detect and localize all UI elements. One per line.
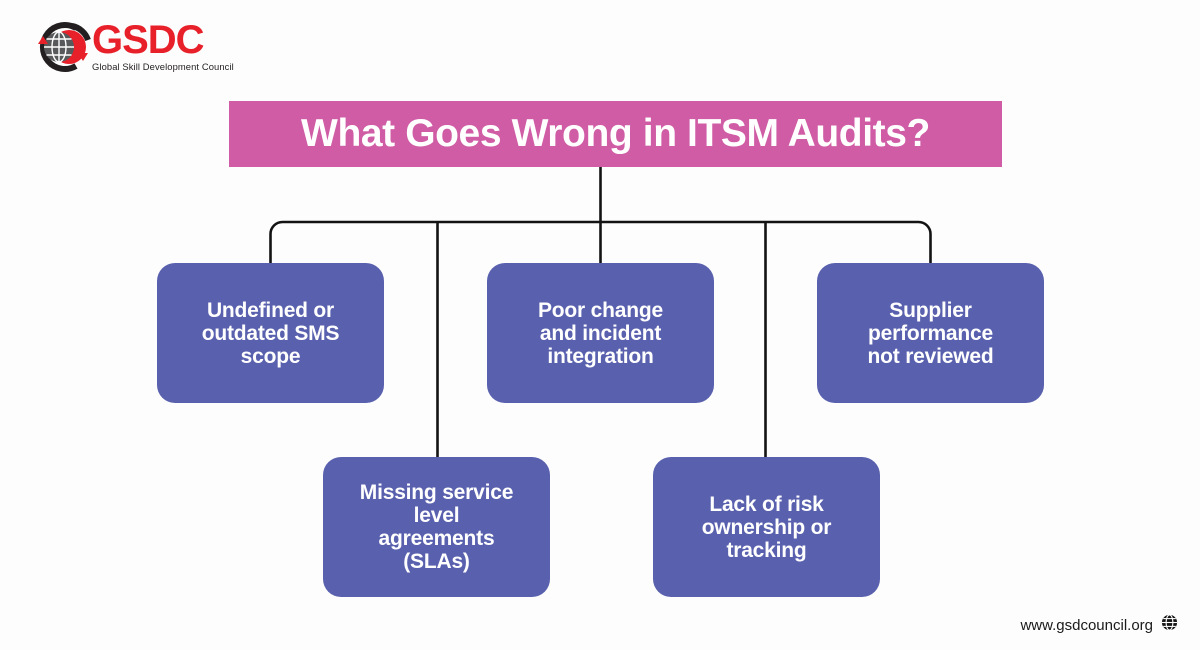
diagram-node-label: Lack of risk ownership or tracking (701, 492, 832, 562)
footer-website-url[interactable]: www.gsdcouncil.org (1020, 616, 1153, 634)
diagram-node-label: Poor change and incident integration (538, 298, 663, 368)
diagram-node-label: Missing service level agreements (SLAs) (359, 481, 514, 573)
page-title-banner: What Goes Wrong in ITSM Audits? (229, 101, 1002, 167)
connector-bus (269, 220, 932, 265)
globe-icon (1161, 614, 1178, 636)
diagram-node-label: Undefined or outdated SMS scope (201, 298, 340, 368)
brand-logo: GSDC Global Skill Development Council (32, 16, 262, 82)
footer: www.gsdcouncil.org (1020, 614, 1178, 636)
brand-tagline: Global Skill Development Council (92, 61, 234, 72)
page-title: What Goes Wrong in ITSM Audits? (301, 112, 930, 155)
diagram-node-supplier-performance-not-reviewed[interactable]: Supplier performance not reviewed (817, 263, 1044, 403)
diagram-node-undefined-sms-scope[interactable]: Undefined or outdated SMS scope (157, 263, 384, 403)
diagram-node-missing-slas[interactable]: Missing service level agreements (SLAs) (323, 457, 550, 597)
brand-name: GSDC (92, 18, 205, 62)
diagram-node-lack-of-risk-ownership[interactable]: Lack of risk ownership or tracking (653, 457, 880, 597)
diagram-node-label: Supplier performance not reviewed (867, 298, 994, 368)
diagram-node-poor-change-incident-integration[interactable]: Poor change and incident integration (487, 263, 714, 403)
globe-logo-icon (32, 20, 94, 78)
brand-wordmark: GSDC Global Skill Development Council (92, 20, 262, 72)
